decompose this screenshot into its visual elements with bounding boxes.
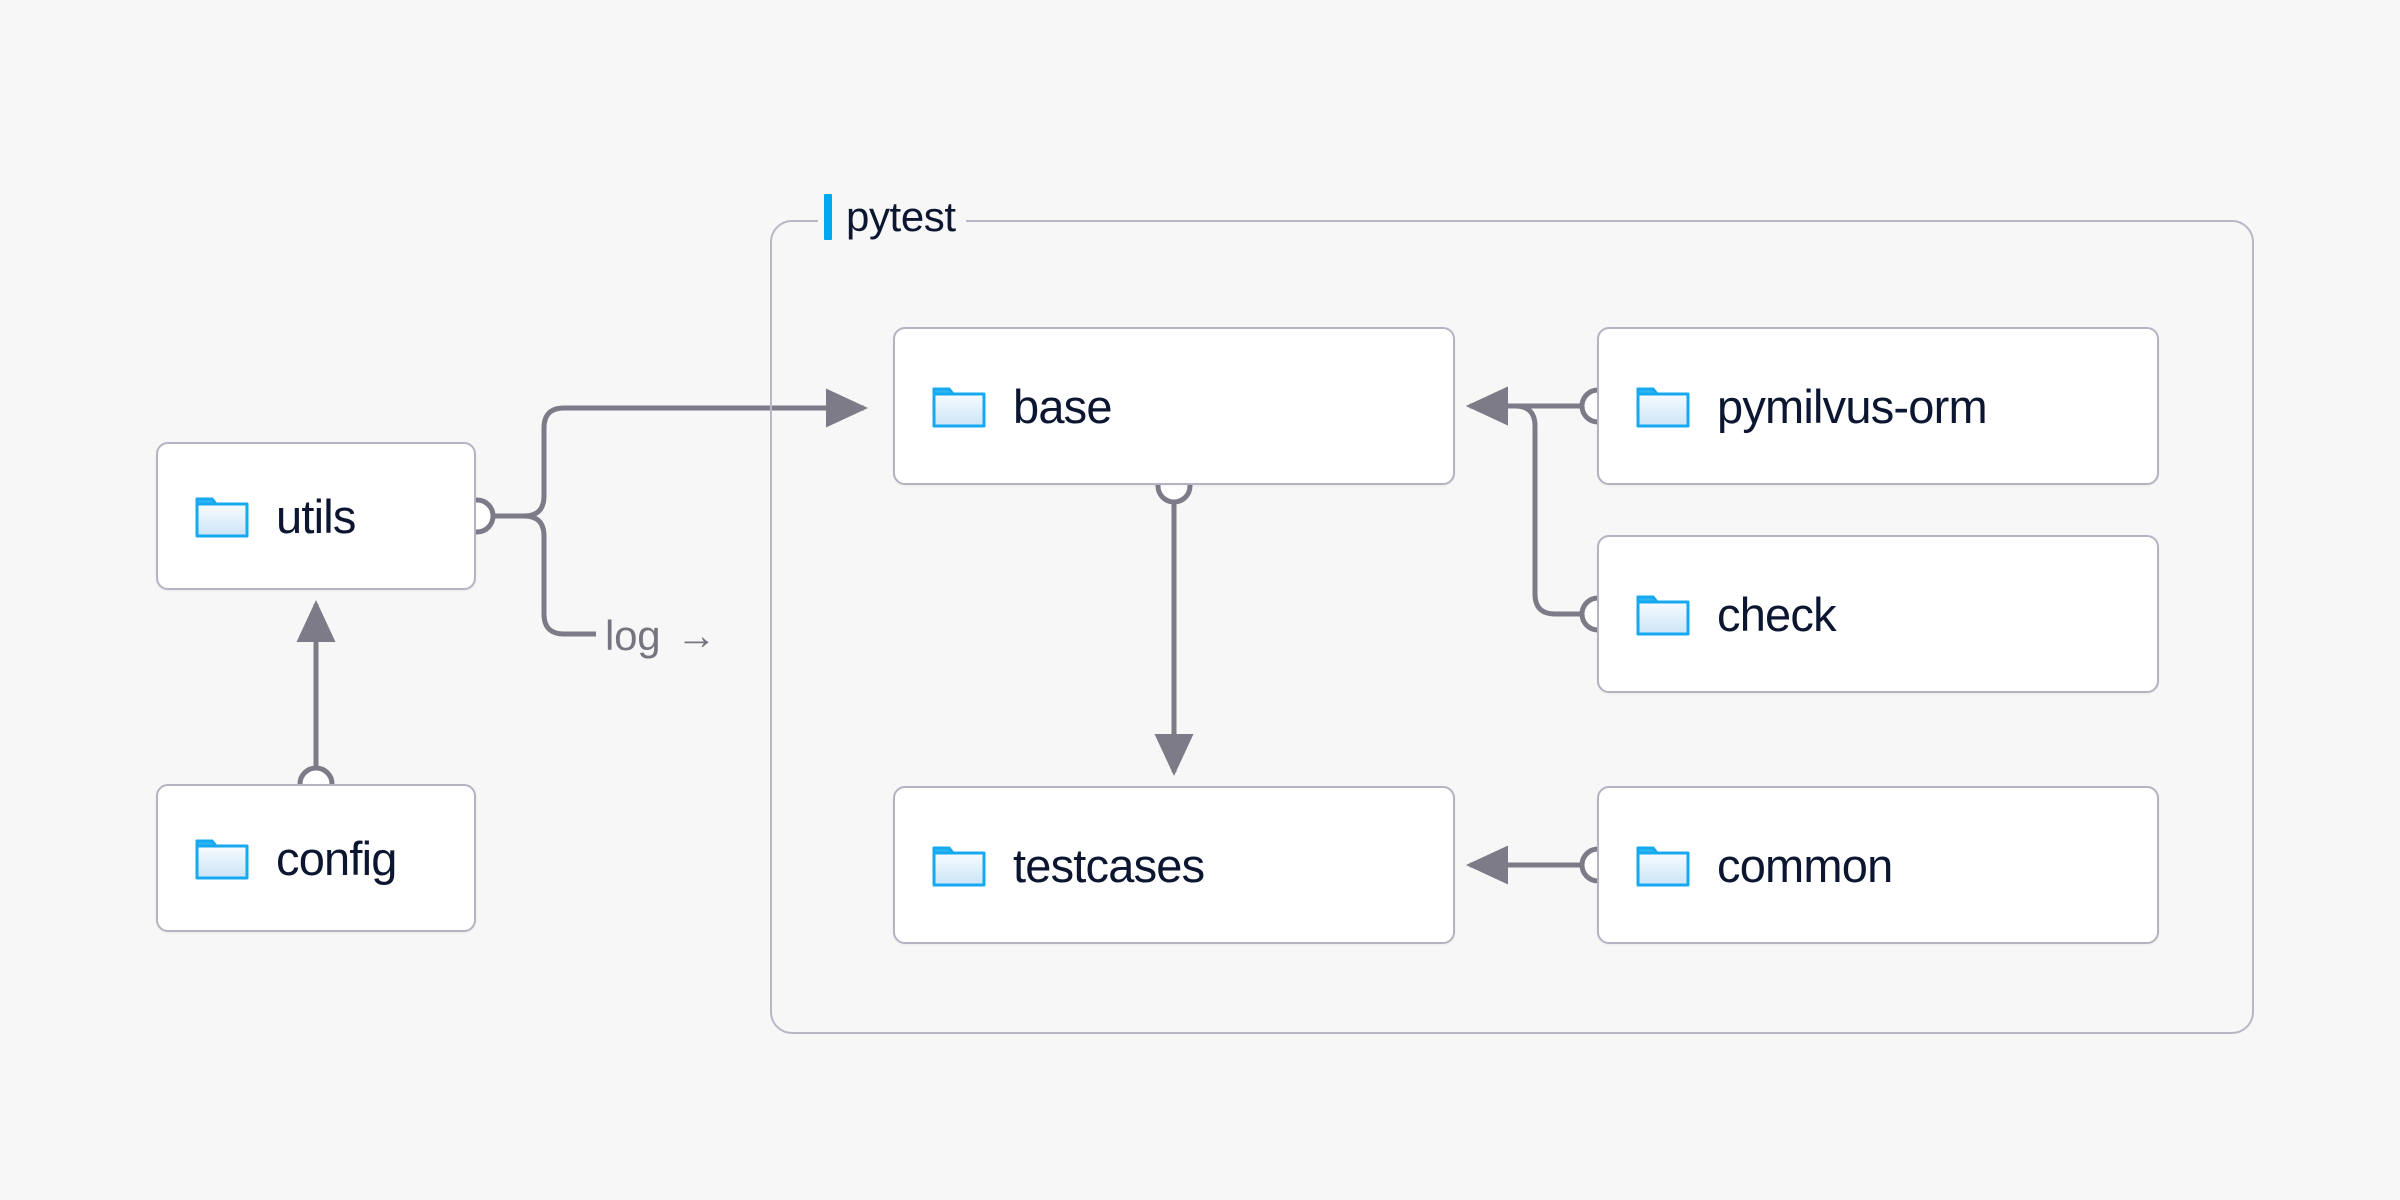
node-config[interactable]: config <box>156 784 476 932</box>
node-check-label: check <box>1717 587 1837 641</box>
edge-label-log[interactable]: log → <box>605 612 716 660</box>
folder-icon <box>1636 595 1690 636</box>
node-testcases-label: testcases <box>1013 838 1205 892</box>
folder-icon <box>195 839 249 880</box>
node-base[interactable]: base <box>893 327 1455 485</box>
folder-icon <box>932 387 986 428</box>
node-pymilvus-orm[interactable]: pymilvus-orm <box>1597 327 2159 485</box>
folder-icon <box>195 497 249 538</box>
node-pymilvus-orm-label: pymilvus-orm <box>1717 379 1988 433</box>
node-utils[interactable]: utils <box>156 442 476 590</box>
node-utils-label: utils <box>276 489 356 543</box>
group-title-text: pytest <box>846 193 956 240</box>
edge-utils-to-log <box>494 513 596 637</box>
node-common-label: common <box>1717 838 1893 892</box>
node-common[interactable]: common <box>1597 786 2159 944</box>
arrow-right-icon: → <box>676 614 717 658</box>
folder-icon <box>1636 387 1690 428</box>
group-pytest[interactable] <box>770 220 2254 1034</box>
folder-icon <box>1636 846 1690 887</box>
node-base-label: base <box>1013 379 1113 433</box>
node-check[interactable]: check <box>1597 535 2159 693</box>
node-testcases[interactable]: testcases <box>893 786 1455 944</box>
folder-icon <box>932 846 986 887</box>
group-accent-bar <box>824 194 832 240</box>
node-config-label: config <box>276 831 397 885</box>
group-pytest-label: pytest <box>818 190 966 244</box>
edge-label-log-text: log <box>605 612 661 659</box>
